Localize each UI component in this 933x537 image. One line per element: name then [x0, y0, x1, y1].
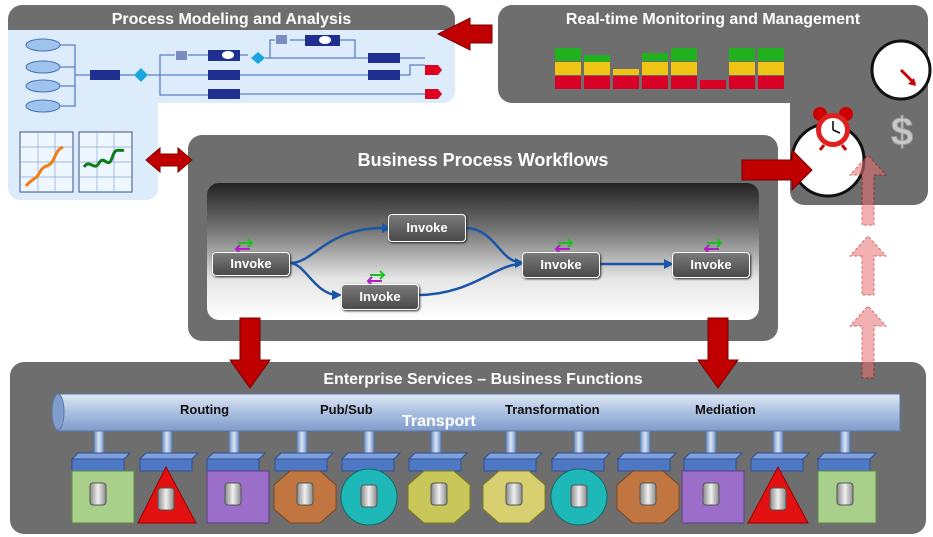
connector-arrowhead: [515, 258, 525, 268]
flow-event: [222, 51, 234, 59]
service-block-green-square: [71, 470, 135, 524]
service-bus-end: [51, 393, 65, 431]
bus-label-routing: Routing: [180, 402, 230, 417]
service-block-red-triangle: [137, 465, 197, 524]
service-block-purple-square: [206, 470, 270, 524]
kpi-bar-5: [671, 48, 697, 89]
analysis-charts: [19, 131, 133, 193]
flow-start-node: [25, 60, 61, 74]
service-bus: [57, 393, 901, 432]
flow-end-event: [425, 89, 442, 99]
invoke-node-4: Invoke: [522, 252, 600, 278]
flow-task: [90, 70, 120, 80]
bus-label-mediation: Mediation: [695, 402, 756, 417]
exchange-icon: [554, 238, 574, 254]
service-block-green-square-2: [817, 470, 877, 524]
kpi-bar-3: [613, 69, 639, 89]
arrow-modeling-workflow-bidirectional: [145, 146, 193, 174]
up-arrow: [848, 305, 888, 379]
flow-gateway: [134, 68, 148, 82]
gauge-icon: [870, 39, 932, 101]
kpi-bar-2: [584, 55, 610, 89]
flow-start-node: [25, 38, 61, 52]
exchange-icon: [366, 270, 386, 286]
connector-arrowhead: [664, 259, 674, 269]
dollar-icon: $: [891, 110, 913, 154]
workflow-connectors: [289, 226, 668, 297]
flow-start-node: [25, 79, 61, 93]
flow-gateway: [251, 52, 265, 64]
kpi-bar-7: [729, 48, 755, 89]
arrow-monitor-to-modeling: [436, 17, 493, 51]
services-title: Enterprise Services – Business Functions: [323, 371, 643, 388]
service-block-purple-square-2: [681, 470, 745, 524]
arrow-workflow-to-monitor: [741, 148, 813, 192]
exchange-icon: [703, 238, 723, 254]
workflows-title: Business Process Workflows: [357, 150, 609, 170]
flow-start-node: [25, 99, 61, 113]
bus-label-pubsub: Pub/Sub: [320, 402, 373, 417]
monitoring-bar-chart: [555, 48, 784, 89]
connector-arrowhead: [382, 223, 392, 233]
flow-task: [208, 70, 240, 80]
kpi-bar-4: [642, 53, 668, 89]
bus-connector-pipes: [93, 430, 851, 457]
flow-marker: [276, 35, 287, 44]
analysis-line-green: [82, 148, 125, 168]
service-block-orange-octagon: [273, 470, 337, 524]
connector-arrowhead: [332, 290, 342, 300]
up-arrow: [848, 235, 888, 296]
service-block-yellow-octagon: [407, 470, 471, 524]
invoke-node-1: Invoke: [212, 252, 290, 276]
kpi-bar-8: [758, 48, 784, 89]
alarm-clock-icon: [813, 107, 853, 151]
arrow-workflow-to-services-right: [697, 317, 739, 389]
exchange-icon: [234, 238, 254, 254]
arrow-workflow-to-services-left: [229, 317, 271, 389]
flow-end-event: [425, 65, 442, 75]
monitoring-feedback-arrows: [848, 154, 888, 379]
bus-connector-caps: [70, 452, 878, 472]
service-block-orange-octagon-2: [616, 470, 680, 524]
kpi-bar-1: [555, 48, 581, 89]
flow-task: [368, 53, 400, 63]
modeling-flow-diagram: [25, 35, 442, 113]
service-block-yellow-octagon-2: [482, 470, 546, 524]
invoke-node-3: Invoke: [341, 284, 419, 310]
flow-event: [319, 36, 331, 44]
bus-label-transformation: Transformation: [505, 402, 600, 417]
analysis-line-orange: [24, 145, 64, 187]
bus-label-transport: Transport: [402, 413, 476, 430]
flow-task: [208, 89, 240, 99]
monitoring-title: Real-time Monitoring and Management: [565, 11, 861, 28]
flow-marker: [176, 51, 187, 60]
up-arrow: [848, 154, 888, 226]
service-block-teal-circle: [340, 468, 398, 526]
service-block-red-triangle-2: [747, 465, 809, 524]
kpi-bar-6: [700, 80, 726, 89]
modeling-title: Process Modeling and Analysis: [111, 11, 352, 28]
service-block-teal-circle-2: [550, 468, 608, 526]
invoke-node-2: Invoke: [388, 214, 466, 242]
flow-task: [368, 70, 400, 80]
invoke-node-5: Invoke: [672, 252, 750, 278]
workflow-canvas: [207, 183, 759, 320]
